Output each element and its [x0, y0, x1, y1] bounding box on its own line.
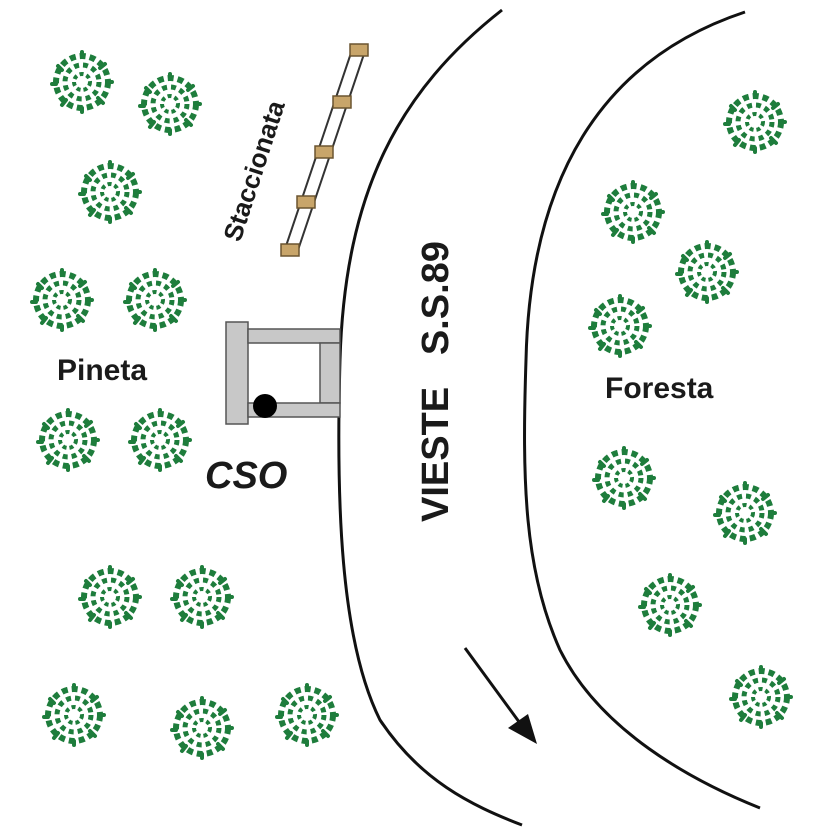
- tree-icon: [80, 567, 140, 627]
- tree-icon: [125, 270, 185, 330]
- tree-icon: [130, 410, 190, 470]
- tree-icon: [594, 448, 654, 508]
- tree-icon: [277, 685, 337, 745]
- cso-label: CSO: [205, 455, 287, 497]
- tree-icon: [603, 182, 663, 242]
- fence-icon: [280, 43, 369, 257]
- tree-icon: [52, 52, 112, 112]
- tree-icon: [44, 685, 104, 745]
- direction-arrow-icon: [463, 647, 537, 744]
- tree-icon: [38, 410, 98, 470]
- road-left-edge: [337, 8, 523, 827]
- tree-icon: [140, 74, 200, 134]
- tree-icon: [172, 698, 232, 758]
- road-label: VIESTE S.S.89: [415, 241, 457, 522]
- tree-icon: [715, 483, 775, 543]
- cso-marker-icon: [253, 394, 277, 418]
- tree-icon: [80, 162, 140, 222]
- tree-icon: [677, 242, 737, 302]
- staccionata-label: Staccionata: [217, 96, 291, 245]
- pineta-label: Pineta: [57, 354, 147, 387]
- tree-icon: [725, 92, 785, 152]
- foresta-label: Foresta: [605, 372, 714, 405]
- tree-icon: [172, 567, 232, 627]
- tree-icon: [32, 270, 92, 330]
- tree-icon: [590, 296, 650, 356]
- road-right-edge: [523, 10, 761, 810]
- tree-icon: [731, 667, 791, 727]
- cso-building-icon: [225, 321, 341, 425]
- tree-icon: [640, 575, 700, 635]
